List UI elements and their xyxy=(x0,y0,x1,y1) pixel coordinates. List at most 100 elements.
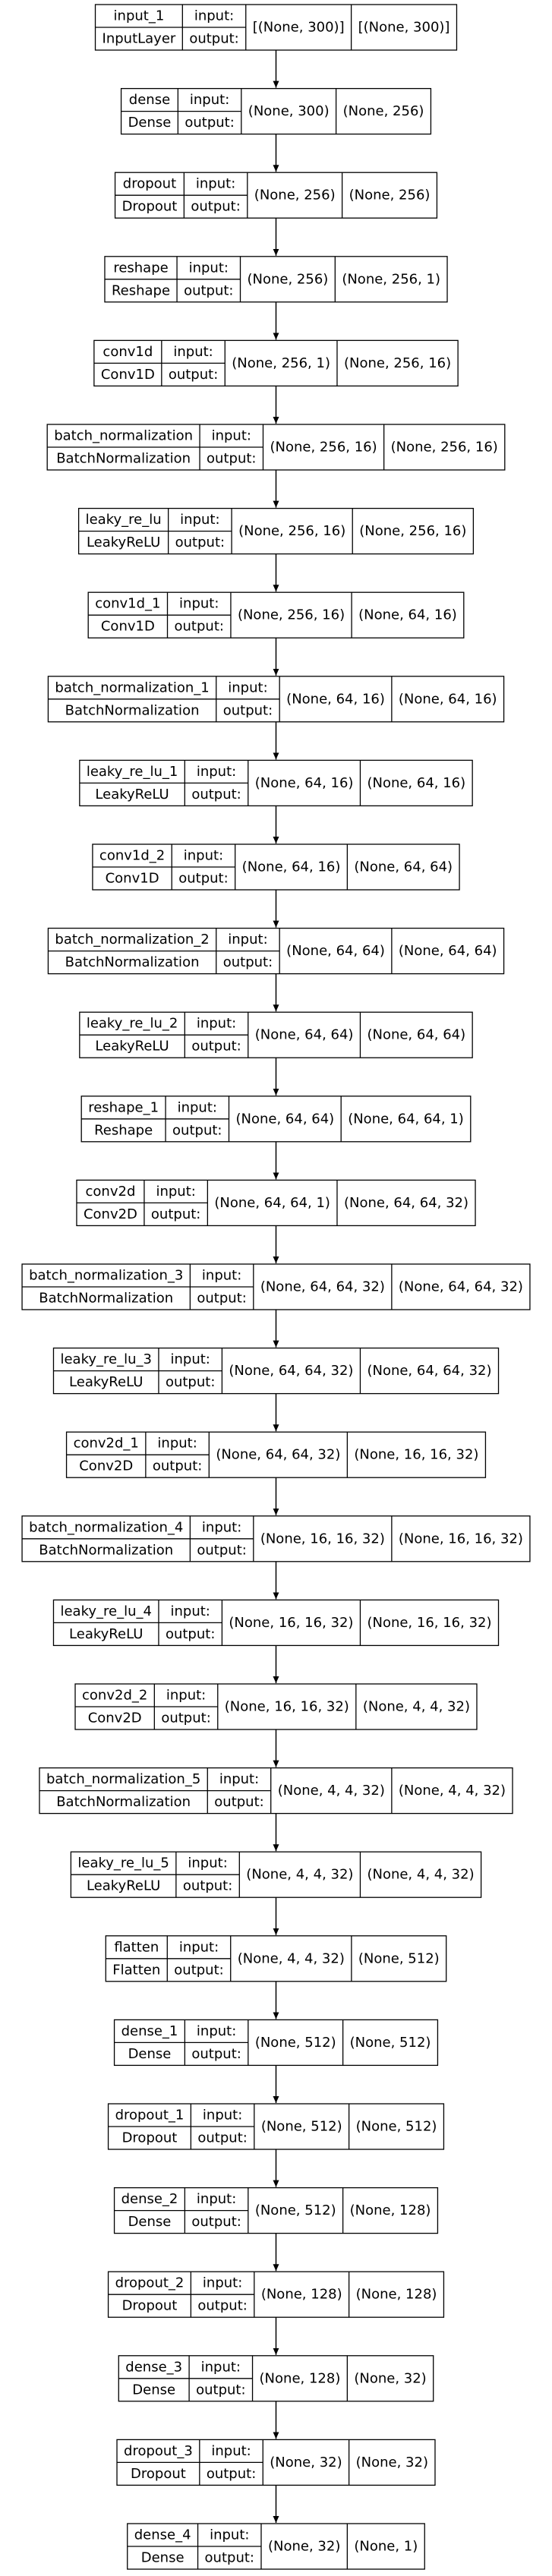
input-shape: (None, 512) xyxy=(261,2119,342,2135)
output-shape: (None, 16, 16, 32) xyxy=(399,1531,523,1547)
input-shape: (None, 16, 16, 32) xyxy=(229,1615,353,1631)
output-port-label: output: xyxy=(174,1962,223,1978)
layer-node-leaky_re_lu_4: leaky_re_lu_4LeakyReLUinput:output:(None… xyxy=(52,1599,500,1647)
layer-name: conv2d_1 xyxy=(74,1436,139,1452)
layer-name: leaky_re_lu_5 xyxy=(77,1856,169,1871)
layer-class: LeakyReLU xyxy=(69,1626,143,1642)
output-shape: (None, 64, 64) xyxy=(399,943,497,959)
output-port-label: output: xyxy=(153,1458,202,1474)
input-port-label: input: xyxy=(212,428,251,444)
output-port-label: output: xyxy=(184,282,233,298)
layer-name: leaky_re_lu_2 xyxy=(87,1016,178,1032)
input-port-label: input: xyxy=(202,1519,241,1535)
input-port-label: input: xyxy=(170,1603,210,1619)
layer-class: BatchNormalization xyxy=(39,1542,173,1558)
output-port-label: output: xyxy=(151,1206,200,1222)
layer-node-leaky_re_lu_3: leaky_re_lu_3LeakyReLUinput:output:(None… xyxy=(52,1347,500,1395)
output-shape: (None, 256, 16) xyxy=(359,523,466,539)
layer-name: input_1 xyxy=(114,8,165,24)
layer-node-box xyxy=(80,1096,472,1143)
layer-class: Dropout xyxy=(131,2466,186,2482)
layer-class: BatchNormalization xyxy=(65,702,200,718)
output-shape: (None, 4, 4, 32) xyxy=(399,1783,506,1799)
input-port-label: input: xyxy=(194,8,234,24)
output-shape: (None, 64, 64, 32) xyxy=(367,1363,491,1379)
output-port-label: output: xyxy=(196,2382,245,2398)
output-port-label: output: xyxy=(197,1291,246,1307)
layer-name: conv2d xyxy=(86,1184,136,1200)
layer-class: Dense xyxy=(128,2214,172,2230)
input-port-label: input: xyxy=(184,848,223,864)
input-port-label: input: xyxy=(197,764,236,780)
layer-name: batch_normalization xyxy=(54,428,193,444)
layer-name: dense_4 xyxy=(134,2527,191,2543)
layer-class: Flatten xyxy=(112,1962,160,1978)
layer-node-leaky_re_lu_2: leaky_re_lu_2LeakyReLUinput:output:(None… xyxy=(79,1011,473,1058)
layer-name: conv1d xyxy=(103,344,153,360)
layer-class: Conv1D xyxy=(106,871,159,887)
input-shape: (None, 128) xyxy=(260,2370,341,2386)
output-shape: (None, 512) xyxy=(358,1950,440,1966)
layer-node-box xyxy=(52,1347,500,1395)
layer-class: Conv2D xyxy=(79,1458,133,1474)
input-shape: (None, 32) xyxy=(268,2539,340,2555)
input-port-label: input: xyxy=(179,596,219,612)
input-shape: [(None, 300)] xyxy=(253,20,345,36)
input-port-label: input: xyxy=(228,932,267,947)
layer-node-batch_normalization_2: batch_normalization_2BatchNormalizationi… xyxy=(47,927,505,975)
layer-name: dropout_1 xyxy=(115,2108,185,2124)
layer-class: Conv2D xyxy=(84,1206,137,1222)
output-shape: (None, 128) xyxy=(350,2202,431,2218)
output-port-label: output: xyxy=(172,1122,222,1138)
input-shape: (None, 16, 16, 32) xyxy=(225,1699,349,1715)
layer-name: conv1d_2 xyxy=(99,848,165,864)
output-port-label: output: xyxy=(183,1878,232,1894)
output-shape: [(None, 300)] xyxy=(358,20,450,36)
input-port-label: input: xyxy=(228,679,267,695)
layer-class: Dense xyxy=(128,115,172,131)
output-port-label: output: xyxy=(214,1794,263,1810)
output-shape: (None, 16, 16, 32) xyxy=(354,1447,478,1463)
layer-name: leaky_re_lu xyxy=(86,512,162,528)
input-port-label: input: xyxy=(180,512,219,528)
input-shape: (None, 300) xyxy=(248,103,330,119)
layer-class: Dense xyxy=(141,2550,185,2566)
input-port-label: input: xyxy=(197,2191,236,2207)
layer-node-batch_normalization_4: batch_normalization_4BatchNormalizationi… xyxy=(21,1515,531,1562)
output-shape: (None, 64, 64) xyxy=(354,859,453,875)
layer-name: dense xyxy=(129,92,170,108)
layer-name: leaky_re_lu_1 xyxy=(87,764,178,780)
layer-class: BatchNormalization xyxy=(56,451,191,467)
output-shape: (None, 32) xyxy=(354,2370,426,2386)
layer-name: batch_normalization_3 xyxy=(29,1268,183,1284)
layer-name: leaky_re_lu_3 xyxy=(60,1351,151,1367)
layer-name: flatten xyxy=(114,1939,159,1955)
layer-name: batch_normalization_5 xyxy=(46,1771,200,1787)
input-port-label: input: xyxy=(196,176,235,192)
input-shape: (None, 256, 16) xyxy=(238,607,345,623)
output-port-label: output: xyxy=(191,199,240,215)
input-shape: (None, 64, 64, 1) xyxy=(214,1195,330,1211)
input-port-label: input: xyxy=(202,1268,241,1284)
input-port-label: input: xyxy=(203,2275,242,2291)
output-shape: (None, 4, 4, 32) xyxy=(367,1867,474,1883)
layer-name: conv1d_1 xyxy=(95,596,160,612)
input-shape: (None, 64, 64) xyxy=(235,1111,334,1127)
input-port-label: input: xyxy=(210,2527,249,2543)
input-port-label: input: xyxy=(188,1856,227,1871)
layer-node-batch_normalization_5: batch_normalization_5BatchNormalizationi… xyxy=(39,1767,513,1815)
input-shape: (None, 4, 4, 32) xyxy=(278,1783,385,1799)
layer-name: reshape xyxy=(113,260,168,276)
input-port-label: input: xyxy=(179,1939,219,1955)
output-shape: (None, 64, 16) xyxy=(399,691,497,707)
output-port-label: output: xyxy=(189,31,238,47)
